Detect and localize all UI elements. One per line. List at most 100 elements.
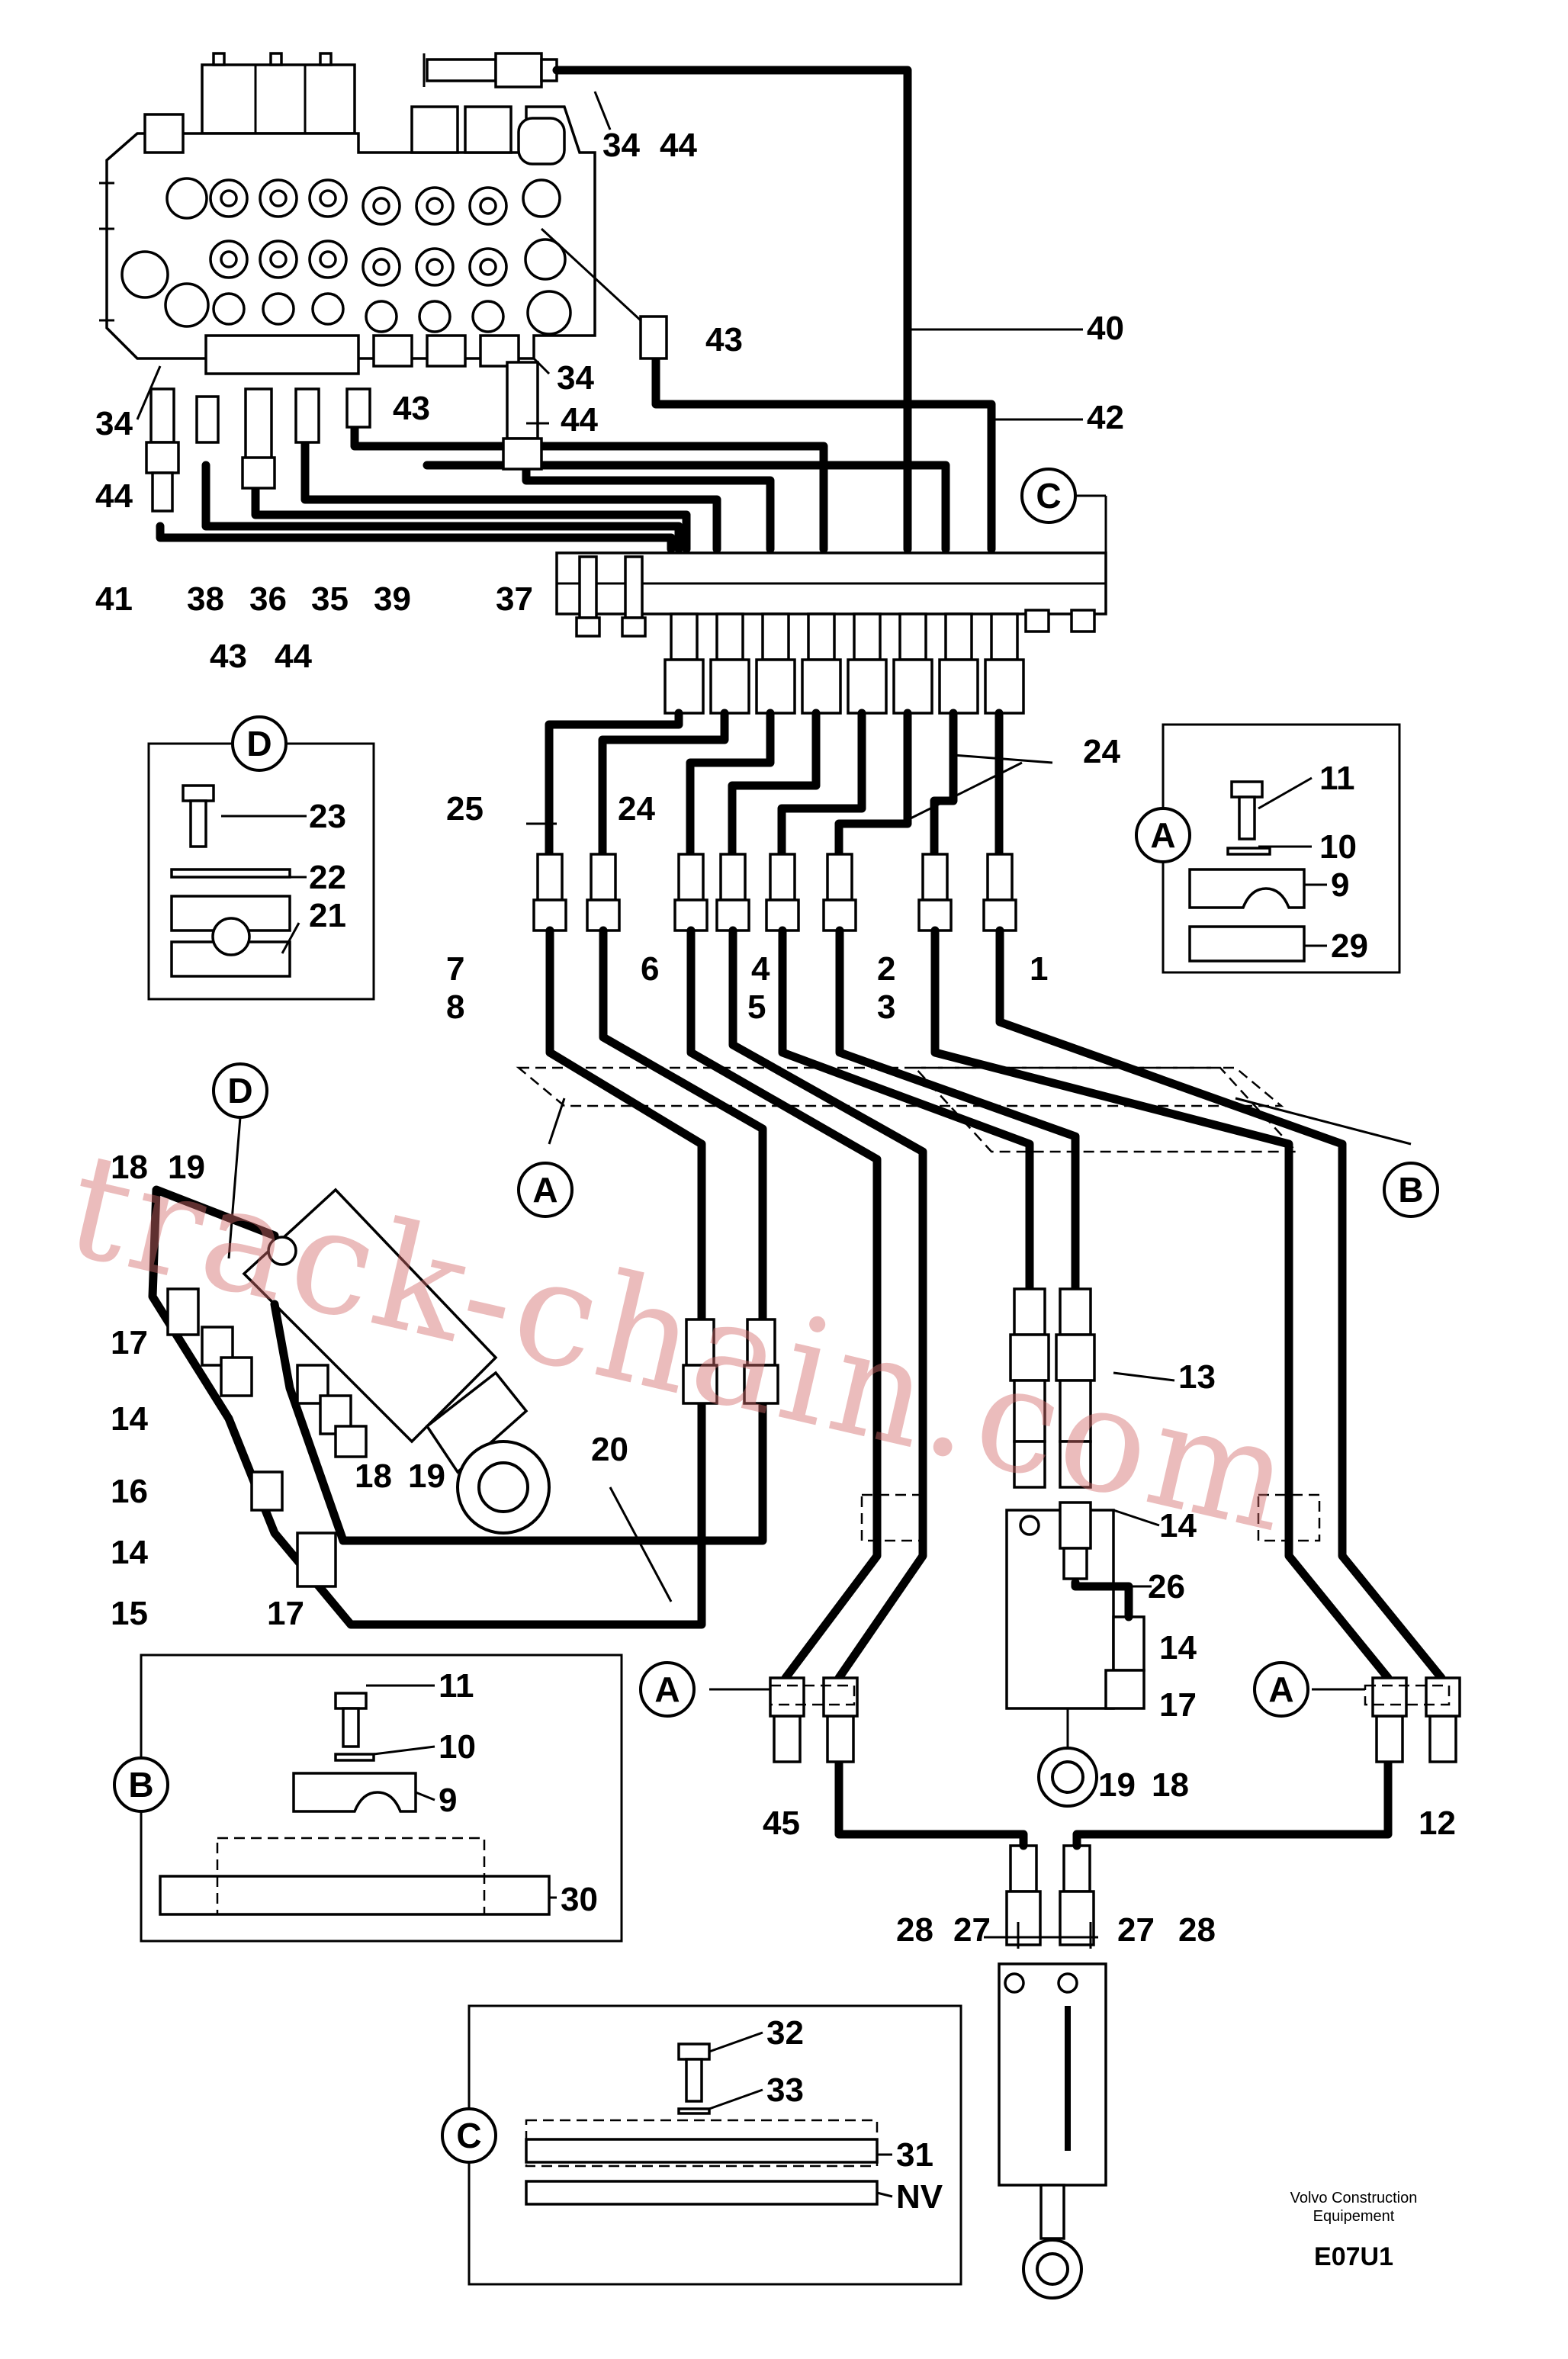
drawing-code: E07U1 xyxy=(1314,2242,1393,2271)
callout-24: 24 xyxy=(1083,733,1120,770)
callout-38: 38 xyxy=(187,580,224,618)
callout-18: 18 xyxy=(111,1149,148,1186)
callout-14: 14 xyxy=(111,1400,148,1438)
maker-line-2: Equipement xyxy=(1313,2208,1395,2225)
detail-box-c xyxy=(468,2004,962,2286)
maker-line-1: Volvo Construction xyxy=(1290,2190,1418,2206)
callout-4: 4 xyxy=(751,950,770,988)
callout-42: 42 xyxy=(1087,399,1124,436)
callout-6: 6 xyxy=(641,950,659,988)
part-callouts: 34 44 43 40 42 34 43 44 34 44 41 38 36 3… xyxy=(95,127,1456,2216)
callout-16: 16 xyxy=(111,1473,148,1510)
callout-18: 18 xyxy=(355,1458,392,1495)
callout-10: 10 xyxy=(439,1728,476,1766)
callout-28: 28 xyxy=(896,1911,933,1949)
detail-marker-b: B xyxy=(128,1765,153,1805)
detail-marker-d: D xyxy=(246,724,272,763)
detail-marker-c: C xyxy=(1036,476,1061,516)
callout-45: 45 xyxy=(763,1805,800,1842)
callout-14: 14 xyxy=(1159,1507,1197,1544)
callout-44: 44 xyxy=(275,638,312,675)
callout-24: 24 xyxy=(618,790,655,828)
detail-marker-a: A xyxy=(1268,1670,1293,1709)
callout-21: 21 xyxy=(309,897,346,934)
callout-34: 34 xyxy=(602,127,640,164)
callout-35: 35 xyxy=(311,580,349,618)
callout-29: 29 xyxy=(1331,927,1368,965)
detail-box-d xyxy=(147,742,375,1001)
detail-marker-a: A xyxy=(1150,815,1175,855)
callout-39: 39 xyxy=(374,580,411,618)
callout-10: 10 xyxy=(1319,828,1357,866)
hose-41 xyxy=(156,522,676,554)
callout-17: 17 xyxy=(267,1595,304,1632)
callout-9: 9 xyxy=(439,1782,457,1819)
callout-9: 9 xyxy=(1331,866,1349,904)
bottom-couplings xyxy=(769,1676,1461,1763)
callout-19: 19 xyxy=(168,1149,205,1186)
callout-30: 30 xyxy=(561,1881,598,1918)
callout-18: 18 xyxy=(1152,1766,1189,1804)
detail-marker-b: B xyxy=(1398,1170,1423,1210)
callout-14: 14 xyxy=(1159,1629,1197,1666)
clamp-block-c xyxy=(555,551,1107,615)
detail-marker-a: A xyxy=(532,1170,557,1210)
callout-27: 27 xyxy=(953,1911,991,1949)
callout-nv: NV xyxy=(896,2178,943,2216)
callout-22: 22 xyxy=(309,859,346,896)
manifold-fittings xyxy=(575,555,1096,715)
callout-12: 12 xyxy=(1419,1805,1456,1842)
callout-26: 26 xyxy=(1148,1568,1185,1605)
callout-44: 44 xyxy=(95,477,133,515)
left-cylinder-fittings xyxy=(166,1287,779,1588)
clamp-plane-b xyxy=(913,1066,1299,1153)
callout-44: 44 xyxy=(561,401,598,439)
callout-11: 11 xyxy=(1319,760,1355,797)
callout-34: 34 xyxy=(95,405,133,442)
callout-41: 41 xyxy=(95,580,133,618)
callout-15: 15 xyxy=(111,1595,148,1632)
callout-3: 3 xyxy=(877,988,895,1026)
callout-7: 7 xyxy=(446,950,464,988)
callout-27: 27 xyxy=(1117,1911,1155,1949)
callout-19: 19 xyxy=(408,1458,445,1495)
detail-letter-markers: C D A A B D A A B C xyxy=(113,468,1439,2164)
watermark: track-chain.com xyxy=(53,1120,1309,1566)
detail-box-a xyxy=(1162,723,1401,974)
hose-40 xyxy=(552,66,912,554)
callout-32: 32 xyxy=(766,2014,804,2052)
callout-43: 43 xyxy=(705,321,743,358)
callout-8: 8 xyxy=(446,988,464,1026)
pressure-sensor-top xyxy=(423,52,558,88)
center-cylinder xyxy=(1005,1287,1145,1808)
callout-43: 43 xyxy=(210,638,247,675)
callout-19: 19 xyxy=(1098,1766,1136,1804)
callout-11: 11 xyxy=(439,1667,474,1705)
detail-marker-d: D xyxy=(227,1071,252,1110)
control-valve-block xyxy=(99,52,596,375)
callout-13: 13 xyxy=(1178,1358,1216,1396)
callout-40: 40 xyxy=(1087,310,1124,347)
valve-bottom-fittings xyxy=(145,315,668,513)
callout-31: 31 xyxy=(896,2136,933,2174)
detail-marker-c: C xyxy=(456,2116,481,2155)
callout-44: 44 xyxy=(660,127,697,164)
clamp-plane-a xyxy=(516,1066,1284,1107)
hose-coupling-row xyxy=(532,853,1017,932)
callout-43: 43 xyxy=(393,390,430,427)
callout-17: 17 xyxy=(1159,1686,1197,1724)
callout-23: 23 xyxy=(309,798,346,835)
bottom-cylinder xyxy=(998,1844,1107,2300)
drawing-footer: Volvo Construction Equipement E07U1 xyxy=(1290,2190,1418,2271)
callout-17: 17 xyxy=(111,1324,148,1361)
callout-33: 33 xyxy=(766,2071,804,2109)
callout-28: 28 xyxy=(1178,1911,1216,1949)
detail-box-b xyxy=(140,1654,623,1943)
callout-25: 25 xyxy=(446,790,484,828)
callout-34: 34 xyxy=(557,359,594,397)
callout-5: 5 xyxy=(747,988,766,1026)
callout-2: 2 xyxy=(877,950,895,988)
detail-marker-a: A xyxy=(654,1670,680,1709)
callout-14: 14 xyxy=(111,1534,148,1571)
